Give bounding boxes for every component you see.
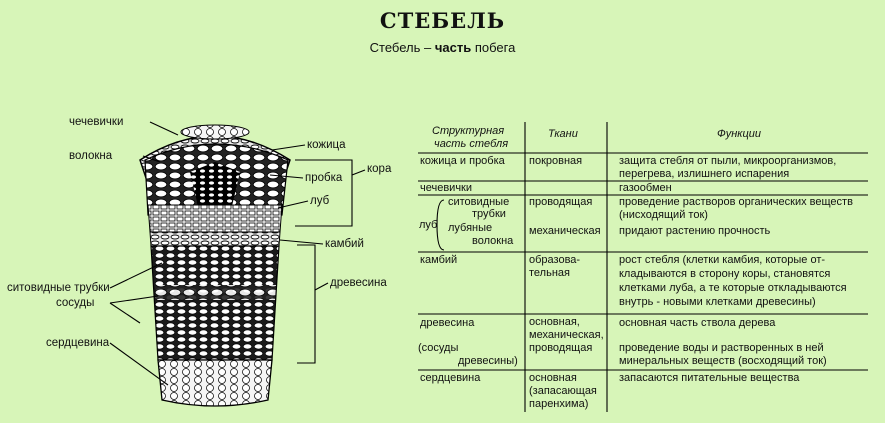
cambium-layer-shape bbox=[149, 231, 281, 247]
subtitle-bold: часть bbox=[434, 40, 472, 55]
row3-group: луб bbox=[419, 219, 438, 231]
line-sosudy-1 bbox=[109, 295, 159, 304]
label-volokna: волокна bbox=[69, 150, 113, 162]
subtitle-suffix: побега bbox=[471, 40, 516, 55]
header-functions: Функции bbox=[717, 128, 762, 140]
row3-part1b: трубки bbox=[472, 208, 506, 220]
row1-func2: перегрева, излишнего испарения bbox=[619, 168, 790, 180]
row4-func3: клетками луба, а те которые откладываютс… bbox=[619, 282, 847, 294]
row3-func3: придают растению прочность bbox=[619, 225, 771, 237]
header-tissue: Ткани bbox=[548, 128, 578, 140]
row3-tissue2: механическая bbox=[529, 225, 601, 237]
label-serdtsevina: сердцевина bbox=[46, 337, 110, 349]
row4-tissue1: образова- bbox=[529, 254, 581, 266]
line-kozhitsa bbox=[271, 144, 306, 151]
row1-func1: защита стебля от пыли, микроорганизмов, bbox=[619, 155, 837, 167]
row3-tissue1: проводящая bbox=[529, 196, 593, 208]
line-kora bbox=[351, 169, 366, 176]
row3-func2: (нисходящий ток) bbox=[619, 209, 708, 221]
header-part-line2: часть стебля bbox=[434, 138, 509, 150]
page-title: СТЕБЕЛЬ bbox=[379, 8, 506, 33]
row6-tissue1: основная bbox=[529, 372, 577, 384]
line-chechevichki bbox=[149, 121, 179, 136]
line-drevesina bbox=[314, 282, 329, 291]
row5-func2: проведение воды и растворенных в ней bbox=[619, 342, 824, 354]
wood-layer-shape bbox=[150, 245, 280, 361]
stem-section-drawing bbox=[139, 124, 291, 407]
leader-lines bbox=[109, 121, 366, 386]
pith-layer-shape bbox=[157, 359, 273, 407]
subtitle-prefix: Стебель – bbox=[369, 40, 435, 55]
line-sosudy-2 bbox=[109, 302, 141, 324]
line-probka bbox=[269, 174, 304, 179]
label-probka: пробка bbox=[305, 172, 343, 184]
phloem-layer-shape bbox=[147, 204, 283, 233]
header-part-line1: Структурная bbox=[432, 125, 505, 137]
row4-part: камбий bbox=[420, 254, 458, 266]
label-kora: кора bbox=[367, 163, 392, 175]
row6-tissue2: (запасающая bbox=[529, 385, 597, 397]
row3-part2b: волокна bbox=[472, 235, 514, 247]
line-serdtsevina bbox=[109, 342, 169, 386]
row5-part2b: древесины) bbox=[458, 355, 518, 367]
row5-func3: минеральных веществ (восходящий ток) bbox=[619, 355, 827, 367]
page-subtitle: Стебель – часть побега bbox=[0, 40, 885, 55]
row4-func2: кладываются в сторону коры, становятся bbox=[619, 268, 831, 280]
row5-tissue3: проводящая bbox=[529, 342, 593, 354]
row4-tissue2: тельная bbox=[529, 267, 570, 279]
line-kambiy bbox=[279, 239, 324, 245]
row1-tissue: покровная bbox=[529, 155, 583, 167]
row1-part: кожица и пробка bbox=[420, 155, 505, 167]
row5-tissue1: основная, bbox=[529, 316, 580, 328]
row6-part: сердцевина bbox=[420, 372, 481, 384]
row6-func1: запасаются питательные вещества bbox=[619, 372, 800, 384]
row5-tissue2: механическая, bbox=[529, 329, 604, 341]
row5-part2a: (сосуды bbox=[418, 342, 459, 354]
table-grid bbox=[418, 122, 868, 412]
label-sosudy: сосуды bbox=[56, 297, 95, 309]
wood-ring-band bbox=[155, 285, 276, 300]
line-sitovidnye bbox=[109, 262, 163, 289]
row5-func1: основная часть ствола дерева bbox=[619, 317, 776, 329]
row6-tissue3: паренхима) bbox=[529, 398, 589, 410]
row2-part: чечевички bbox=[420, 182, 473, 194]
label-lub: луб bbox=[310, 195, 330, 207]
row3-part2a: лубяные bbox=[448, 222, 493, 234]
row4-func4: внутрь - новыми клетками древесины) bbox=[619, 296, 816, 308]
line-volokna bbox=[142, 155, 161, 163]
row5-part: древесина bbox=[420, 317, 475, 329]
label-kozhitsa: кожица bbox=[307, 139, 346, 151]
label-chechevichki: чечевички bbox=[69, 116, 124, 128]
label-sitovidnye: ситовидные трубки bbox=[7, 282, 110, 294]
line-lub bbox=[277, 200, 309, 209]
bracket-kora bbox=[295, 159, 353, 227]
bast-fibers-shape bbox=[190, 162, 240, 206]
row3-part1a: ситовидные bbox=[448, 196, 510, 208]
bracket-drevesina bbox=[297, 244, 316, 364]
lenticel-shape bbox=[180, 124, 250, 140]
row3-func1: проведение растворов органических вещест… bbox=[619, 196, 853, 208]
label-drevesina: древесина bbox=[330, 277, 387, 289]
row2-func1: газообмен bbox=[619, 182, 672, 194]
row4-func1: рост стебля (клетки камбия, которые от- bbox=[619, 254, 826, 266]
label-kambiy: камбий bbox=[325, 238, 364, 250]
